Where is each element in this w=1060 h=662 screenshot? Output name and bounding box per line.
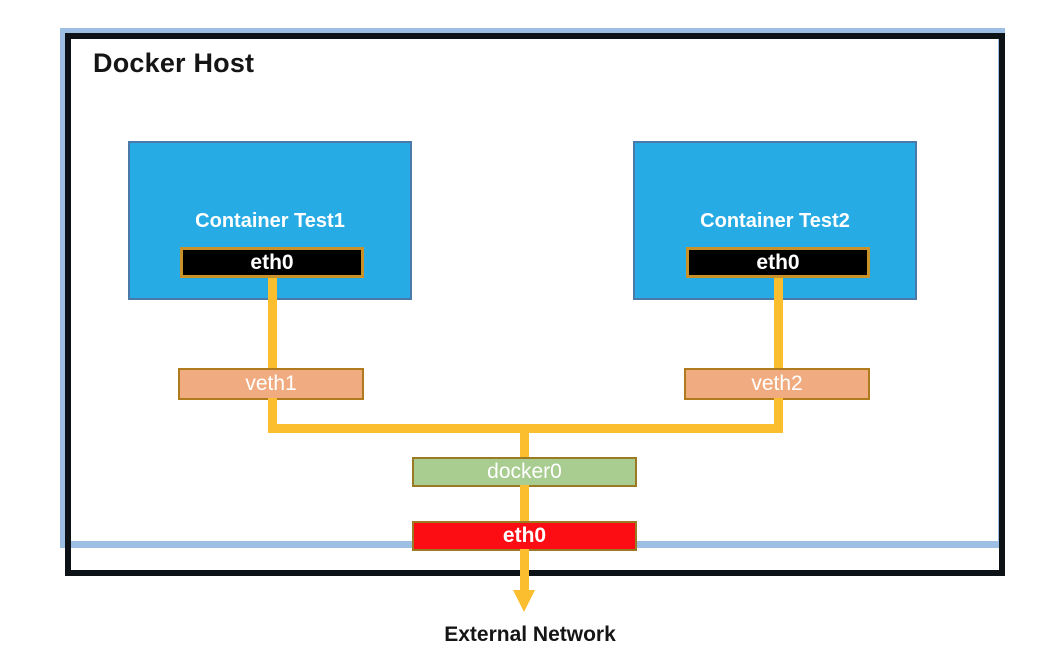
wire-test2-eth0-to-veth2 [774, 278, 783, 370]
host-eth0-box: eth0 [412, 521, 637, 551]
wire-veth1-to-bus [268, 398, 277, 432]
page-title: Docker Host [93, 48, 255, 78]
wire-docker0-to-host-eth0 [520, 485, 529, 523]
container-test1-label: Container Test1 [195, 210, 345, 232]
docker0-box: docker0 [412, 457, 637, 487]
external-network-arrow-icon [513, 590, 535, 612]
wire-veth2-to-bus [774, 398, 783, 432]
docker-host-box [65, 33, 1005, 576]
wire-host-eth0-to-external [520, 549, 529, 592]
external-network-label: External Network [444, 623, 616, 646]
veth1-box: veth1 [178, 368, 364, 400]
container-test1-eth0-box: eth0 [180, 247, 364, 278]
container-test2-eth0-box: eth0 [686, 247, 870, 278]
wire-test1-eth0-to-veth1 [268, 278, 277, 370]
veth2-box: veth2 [684, 368, 870, 400]
container-test2-label: Container Test2 [700, 210, 850, 232]
wire-bus-to-docker0 [520, 424, 529, 460]
